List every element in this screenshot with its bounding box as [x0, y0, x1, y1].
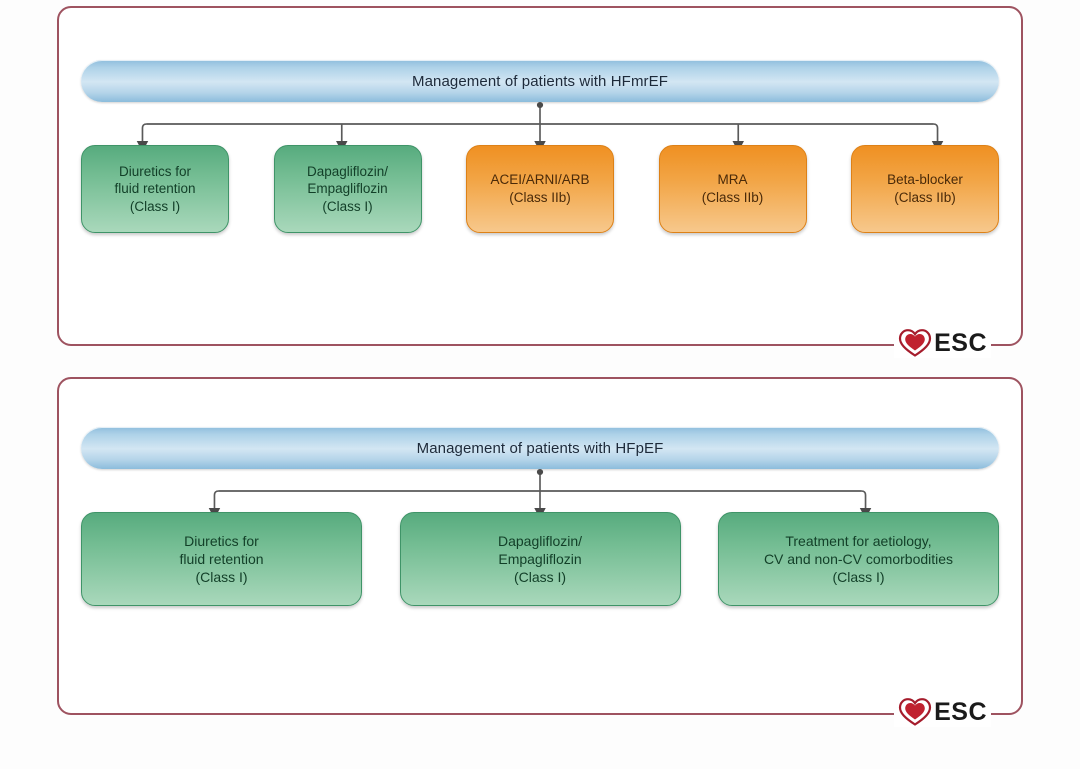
panel-hfpef: Management of patients with HFpEF Diuret…: [57, 377, 1023, 727]
node-line: ACEI/ARNI/ARB: [490, 172, 590, 188]
node-class-label: (Class I): [129, 198, 181, 214]
heart-icon: [898, 329, 932, 357]
node-line: Treatment for aetiology,: [785, 532, 932, 549]
node-line: Dapagliflozin/: [497, 532, 583, 549]
node-row-hfmref: Diuretics for fluid retention (Class I) …: [81, 145, 999, 233]
node-row-hfpef: Diuretics for fluid retention (Class I) …: [81, 512, 999, 606]
node-class-label: (Class IIb): [894, 190, 956, 205]
node-class-label: (Class I): [195, 569, 248, 586]
node-line: Empagliflozin: [307, 181, 388, 197]
node-acei-arni-arb[interactable]: ACEI/ARNI/ARB (Class IIb): [466, 145, 614, 233]
header-title: Management of patients with HFpEF: [416, 439, 664, 457]
node-line: CV and non-CV comorbodities: [763, 550, 954, 567]
panel-header-hfpef: Management of patients with HFpEF: [81, 427, 999, 469]
node-sglt2-inhibitors[interactable]: Dapagliflozin/ Empagliflozin (Class I): [273, 145, 422, 233]
node-aetiology-comorbidities[interactable]: Treatment for aetiology, CV and non-CV c…: [718, 512, 999, 606]
node-mra[interactable]: MRA (Class IIb): [658, 145, 807, 233]
esc-logo-hfmref: ESC: [894, 328, 991, 358]
panel-header-hfmref: Management of patients with HFmrEF: [81, 60, 999, 102]
node-class-label: (Class IIb): [701, 190, 764, 205]
node-class-label: (Class I): [322, 198, 373, 214]
node-class-label: (Class IIb): [509, 190, 571, 205]
node-line: Diuretics for: [184, 532, 259, 549]
esc-logo-text: ESC: [934, 328, 987, 357]
node-diuretics[interactable]: Diuretics for fluid retention (Class I): [81, 145, 229, 233]
node-diuretics[interactable]: Diuretics for fluid retention (Class I): [81, 512, 362, 606]
node-line: fluid retention: [114, 181, 196, 197]
node-line: Diuretics for: [118, 163, 191, 179]
node-line: MRA: [717, 172, 748, 188]
node-class-label: (Class I): [513, 569, 567, 586]
node-line: Dapagliflozin/: [306, 163, 389, 179]
panel-hfmref: Management of patients with HFmrEF: [57, 6, 1023, 358]
node-class-label: (Class I): [832, 569, 885, 586]
node-line: fluid retention: [179, 550, 264, 567]
header-title: Management of patients with HFmrEF: [412, 72, 668, 90]
esc-logo-text: ESC: [934, 697, 987, 726]
connector-origin-dot: [536, 102, 544, 108]
node-sglt2-inhibitors[interactable]: Dapagliflozin/ Empagliflozin (Class I): [399, 512, 681, 606]
heart-icon: [898, 698, 932, 726]
esc-logo-hfpef: ESC: [894, 697, 991, 727]
node-line: Beta-blocker: [887, 172, 963, 188]
node-line: Empagliflozin: [498, 550, 582, 567]
node-beta-blocker[interactable]: Beta-blocker (Class IIb): [851, 145, 999, 233]
connector-origin-dot: [536, 469, 544, 475]
